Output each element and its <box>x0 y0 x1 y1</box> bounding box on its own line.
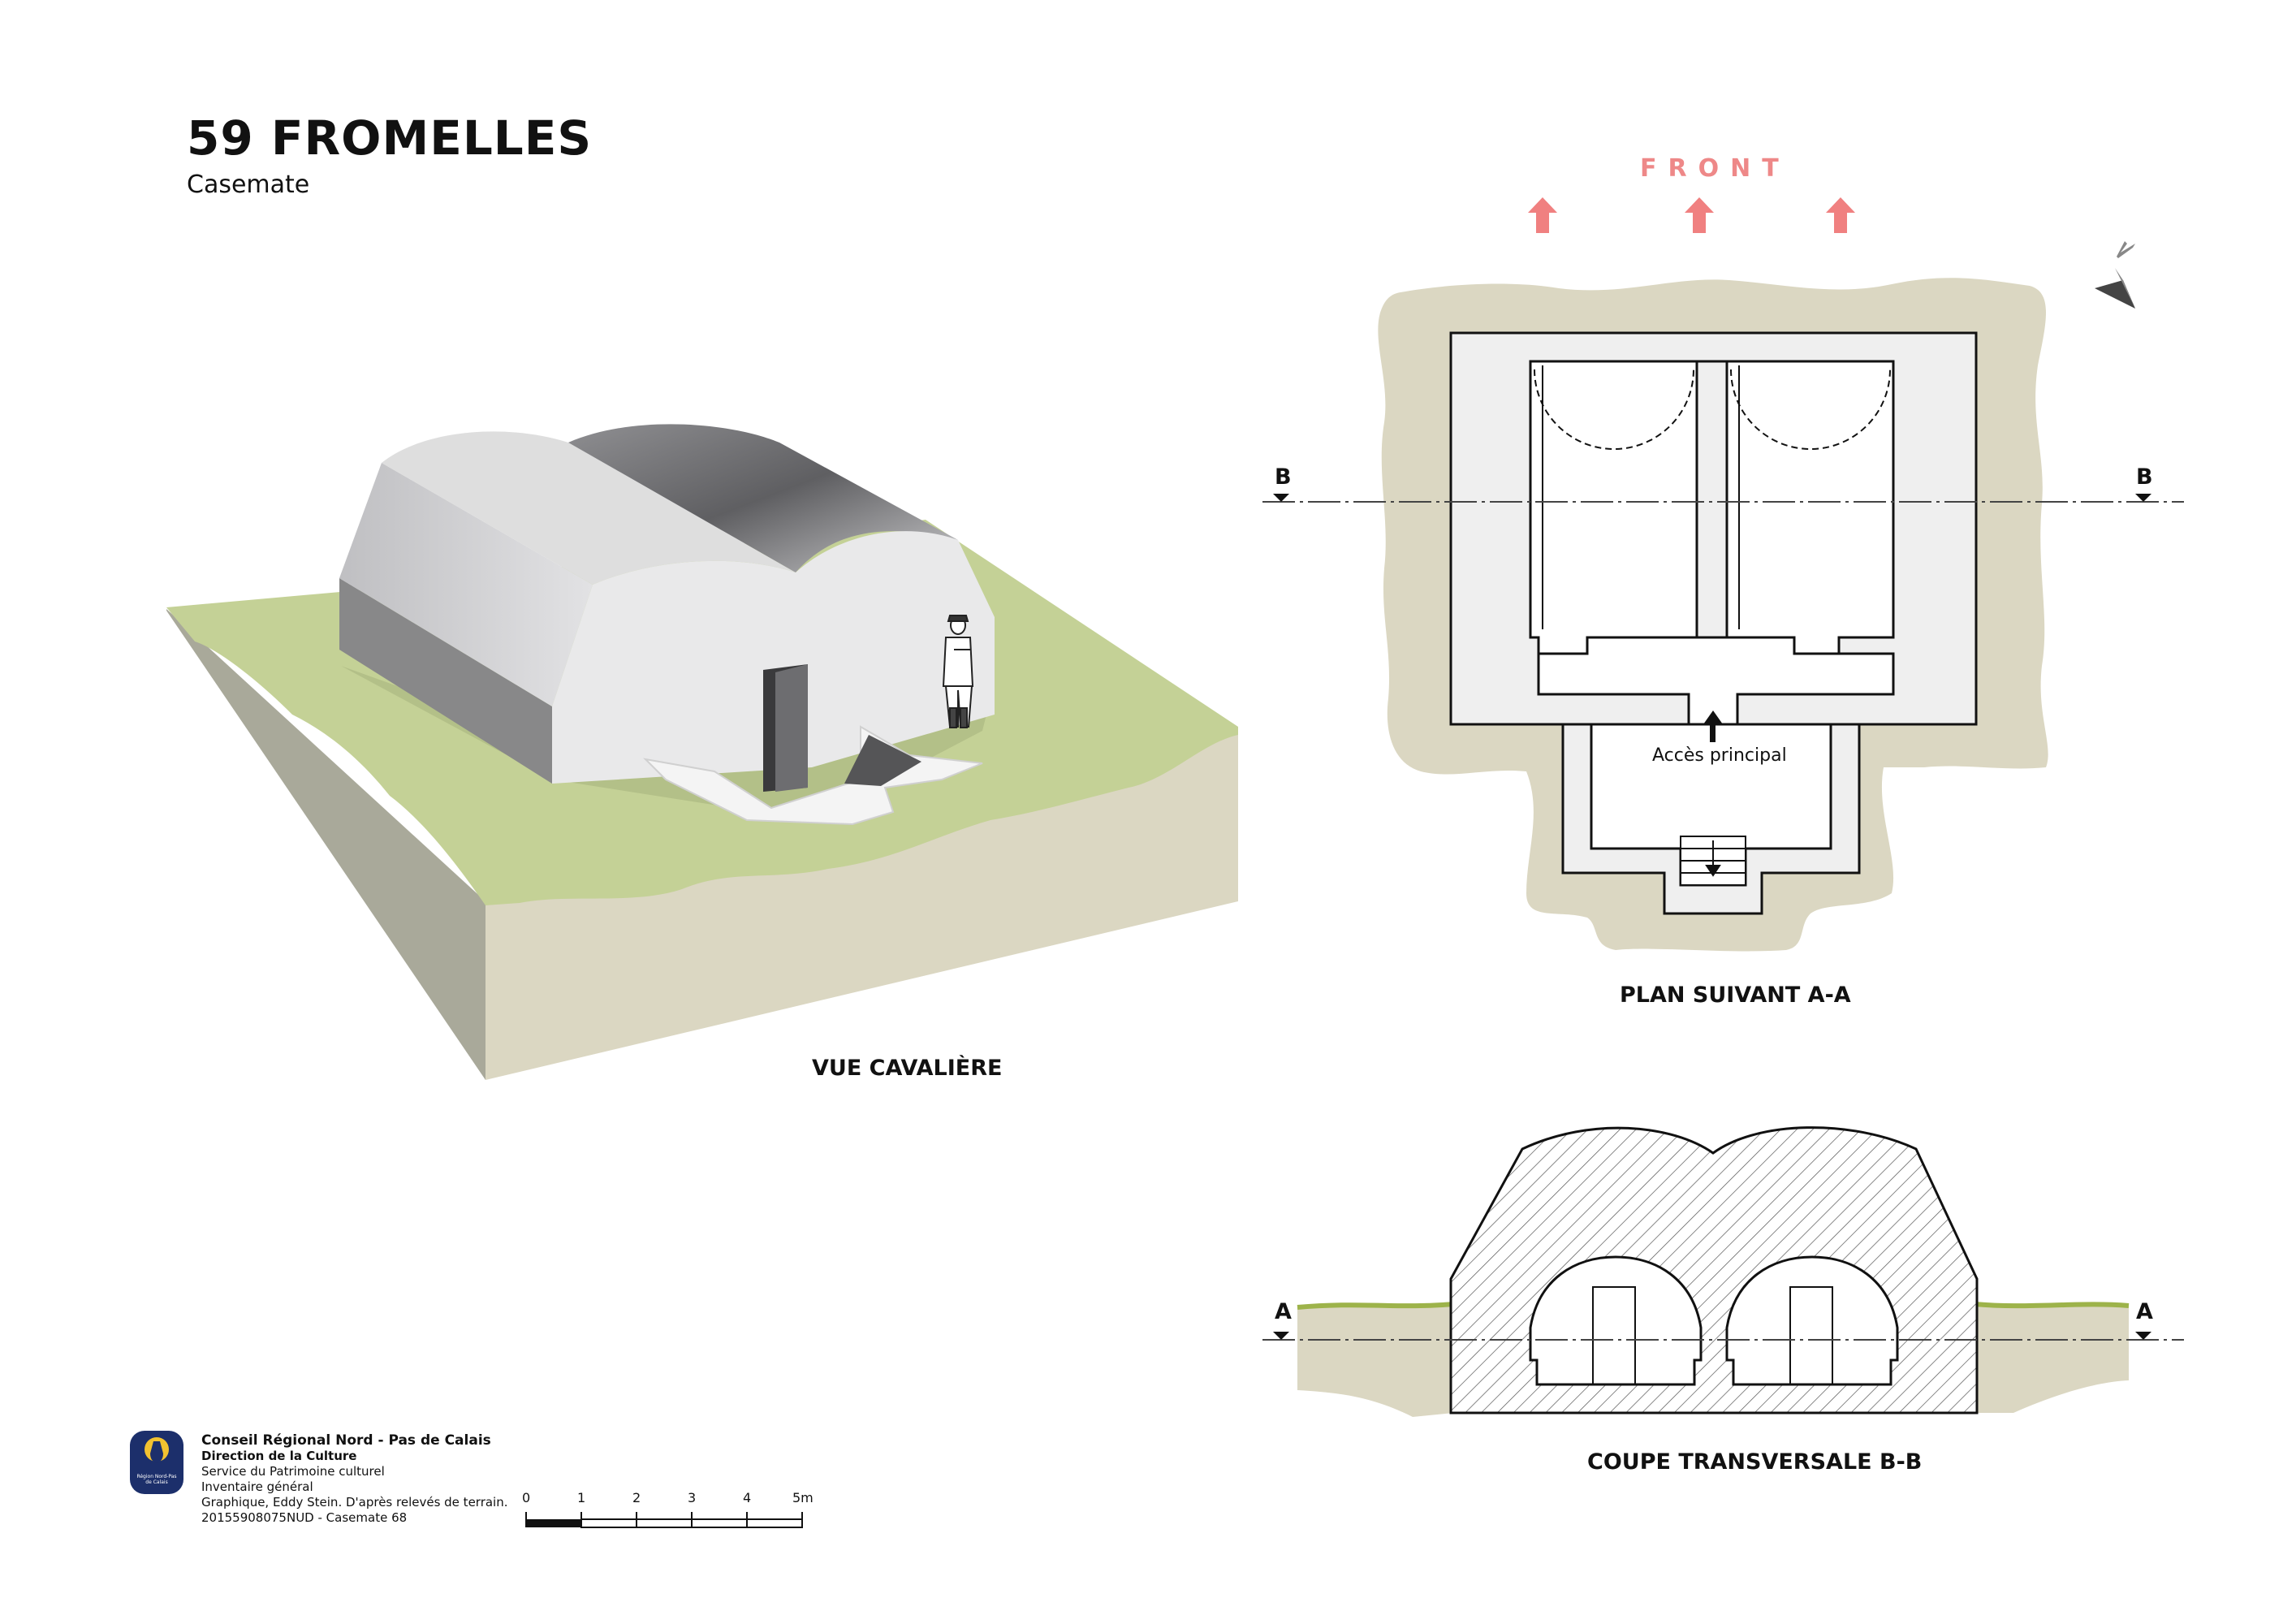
logo-text: Région Nord-Pas de Calais <box>136 1474 177 1485</box>
terrain-block-left <box>166 609 486 1080</box>
scale-tick-1: 1 <box>577 1490 586 1505</box>
section-door-right <box>1789 1286 1833 1385</box>
casemate-side-base <box>339 578 552 784</box>
page-title: 59 FROMELLES <box>187 110 593 166</box>
caption-vue-cavaliere: VUE CAVALIÈRE <box>812 1056 1003 1081</box>
scale-tick-2: 2 <box>632 1490 641 1505</box>
section-marker-aa-left <box>1273 1332 1289 1340</box>
caption-coupe: COUPE TRANSVERSALE B-B <box>1587 1449 1923 1475</box>
terrain-block-right <box>486 731 1238 1080</box>
casemate-front-face <box>552 531 995 784</box>
section-marker-bb-left <box>1273 494 1289 502</box>
scale-tick-5: 5m <box>792 1490 814 1505</box>
caption-plan: PLAN SUIVANT A-A <box>1620 983 1851 1008</box>
casemate-roof-vault-left <box>382 431 796 585</box>
casemate-roof-vault-right <box>568 424 958 572</box>
scale-tick-4: 4 <box>743 1490 752 1505</box>
plan-central-wall <box>1695 360 1728 639</box>
access-arrow <box>1703 710 1723 742</box>
region-logo <box>130 1431 183 1494</box>
floor-plan <box>1262 197 2184 952</box>
credits-line-1: Conseil Régional Nord - Pas de Calais <box>201 1432 491 1449</box>
section-marker-bb-right <box>2135 494 2151 502</box>
section-grass-right <box>1974 1302 2130 1309</box>
scale-tick-0: 0 <box>522 1490 531 1505</box>
soldier-figure <box>942 615 974 728</box>
scale-tick-3: 3 <box>688 1490 697 1505</box>
casemate-side-wall <box>339 463 593 706</box>
north-label: N <box>2105 235 2106 236</box>
credits-line-4: Inventaire général <box>201 1479 313 1494</box>
section-marker-aa-right <box>2135 1332 2151 1340</box>
section-grass-left <box>1297 1302 1454 1310</box>
credits-line-6: 20155908075NUD - Casemate 68 <box>201 1510 408 1525</box>
page-subtitle: Casemate <box>187 171 310 199</box>
section-chamber-right <box>1725 1255 1899 1386</box>
plan-gun-arc-right <box>1730 369 1891 450</box>
section-chamber-left <box>1529 1255 1703 1386</box>
credits-line-2: Direction de la Culture <box>201 1449 357 1463</box>
north-arrow-icon <box>2095 241 2135 309</box>
section-label-a-right: A <box>2136 1299 2153 1324</box>
section-ground-right <box>1974 1304 2129 1413</box>
credits-line-5: Graphique, Eddy Stein. D'après relevés d… <box>201 1495 508 1510</box>
cross-section <box>1262 1126 2184 1417</box>
section-label-b-left: B <box>1275 464 1292 490</box>
front-arrows <box>1528 197 1855 233</box>
access-trench-pit <box>844 735 921 786</box>
section-door-left <box>1592 1286 1636 1385</box>
casemate-door-reveal <box>775 664 808 792</box>
credits-block: Conseil Régional Nord - Pas de Calais Di… <box>201 1433 508 1526</box>
section-label-a-left: A <box>1275 1299 1292 1324</box>
plan-interior <box>1529 360 1895 726</box>
section-label-b-right: B <box>2136 464 2153 490</box>
section-concrete <box>1449 1126 1979 1415</box>
plan-gun-arc-left <box>1534 369 1694 450</box>
isometric-view <box>166 424 1238 1080</box>
scale-bar <box>525 1512 803 1528</box>
plan-stairs <box>1680 836 1746 886</box>
front-label: FRONT <box>1640 154 1790 183</box>
section-ground-left <box>1297 1306 1453 1417</box>
credits-line-3: Service du Patrimoine culturel <box>201 1464 385 1479</box>
access-label: Accès principal <box>1652 745 1787 766</box>
